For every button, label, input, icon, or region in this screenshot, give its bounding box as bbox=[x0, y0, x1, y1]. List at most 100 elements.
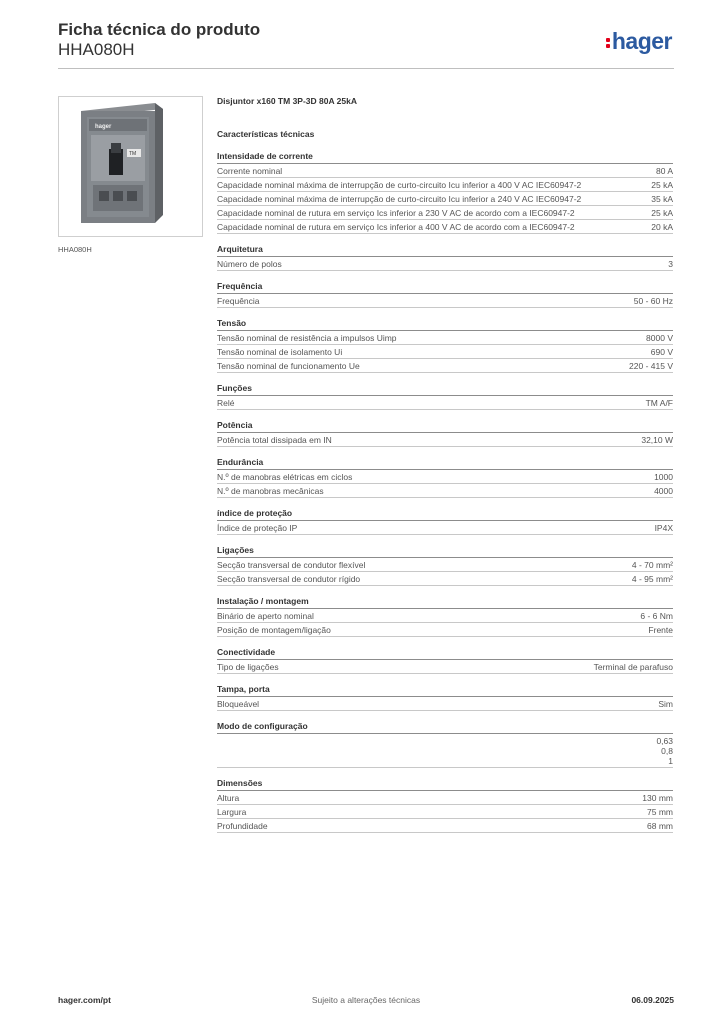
spec-label: Capacidade nominal máxima de interrupção… bbox=[217, 180, 582, 190]
page-title: Ficha técnica do produto bbox=[58, 20, 261, 39]
logo-dots-icon bbox=[605, 36, 611, 50]
footer-date: 06.09.2025 bbox=[631, 995, 674, 1005]
spec-section-title: Tensão bbox=[217, 318, 673, 331]
page-header: Ficha técnica do produto HHA080H hager bbox=[58, 20, 674, 70]
spec-section-title: Intensidade de corrente bbox=[217, 151, 673, 164]
spec-row: Capacidade nominal de rutura em serviço … bbox=[217, 220, 673, 234]
logo-text: hager bbox=[611, 28, 673, 54]
spec-label: Tensão nominal de resistência a impulsos… bbox=[217, 333, 397, 343]
spec-row: N.º de manobras elétricas em ciclos 1000 bbox=[217, 470, 673, 484]
spec-row: Tensão nominal de resistência a impulsos… bbox=[217, 331, 673, 345]
spec-value: 4 - 95 mm² bbox=[631, 574, 673, 584]
spec-row: Secção transversal de condutor rígido 4 -… bbox=[217, 572, 673, 586]
spec-label: Tensão nominal de funcionamento Ue bbox=[217, 361, 360, 371]
technical-characteristics-title: Características técnicas bbox=[217, 129, 315, 139]
spec-row: Capacidade nominal de rutura em serviço … bbox=[217, 206, 673, 220]
spec-section-title: Instalação / montagem bbox=[217, 596, 673, 609]
spec-label: Capacidade nominal de rutura em serviço … bbox=[217, 222, 575, 232]
spec-content: Disjuntor x160 TM 3P-3D 80A 25kA Caracte… bbox=[217, 96, 673, 833]
spec-label: Secção transversal de condutor flexível bbox=[217, 560, 366, 570]
header-divider bbox=[58, 68, 674, 69]
footer-note: Sujeito a alterações técnicas bbox=[311, 995, 421, 1005]
spec-section-title: Conectividade bbox=[217, 647, 673, 660]
spec-label: Relé bbox=[217, 398, 235, 408]
spec-row: Potência total dissipada em IN 32,10 W bbox=[217, 433, 673, 447]
spec-label: Capacidade nominal máxima de interrupção… bbox=[217, 194, 582, 204]
circuit-breaker-image-icon: hager TM bbox=[81, 103, 163, 223]
hager-logo: hager bbox=[605, 28, 673, 55]
spec-value: 32,10 W bbox=[641, 435, 673, 445]
spec-section-title: Dimensões bbox=[217, 778, 673, 791]
spec-section-title: Modo de configuração bbox=[217, 721, 673, 734]
spec-value: 20 kA bbox=[651, 222, 673, 232]
spec-row: Relé TM A/F bbox=[217, 396, 673, 410]
spec-label: Número de polos bbox=[217, 259, 282, 269]
spec-row: Bloqueável Sim bbox=[217, 697, 673, 711]
spec-label: Potência total dissipada em IN bbox=[217, 435, 332, 445]
spec-label: Secção transversal de condutor rígido bbox=[217, 574, 361, 584]
spec-label: Profundidade bbox=[217, 821, 268, 831]
spec-label: Tipo de ligações bbox=[217, 662, 279, 672]
spec-section-title: Frequência bbox=[217, 281, 673, 294]
spec-label: Altura bbox=[217, 793, 240, 803]
spec-value: 25 kA bbox=[651, 180, 673, 190]
spec-section-title: Endurância bbox=[217, 457, 673, 470]
spec-label: N.º de manobras mecânicas bbox=[217, 486, 324, 496]
spec-value: Terminal de parafuso bbox=[593, 662, 673, 672]
spec-label: Binário de aperto nominal bbox=[217, 611, 314, 621]
spec-row: N.º de manobras mecânicas 4000 bbox=[217, 484, 673, 498]
spec-label: N.º de manobras elétricas em ciclos bbox=[217, 472, 353, 482]
spec-label: Largura bbox=[217, 807, 247, 817]
spec-row: Capacidade nominal máxima de interrupção… bbox=[217, 192, 673, 206]
spec-value: 35 kA bbox=[651, 194, 673, 204]
spec-row: Binário de aperto nominal 6 - 6 Nm bbox=[217, 609, 673, 623]
spec-section-title: Arquitetura bbox=[217, 244, 673, 257]
spec-row: Número de polos 3 bbox=[217, 257, 673, 271]
product-name: Disjuntor x160 TM 3P-3D 80A 25kA bbox=[217, 96, 357, 106]
spec-label: Bloqueável bbox=[217, 699, 260, 709]
spec-value: Sim bbox=[658, 699, 673, 709]
spec-value: IP4X bbox=[654, 523, 673, 533]
spec-value: TM A/F bbox=[645, 398, 673, 408]
spec-value: 1000 bbox=[654, 472, 673, 482]
spec-value: 3 bbox=[668, 259, 673, 269]
spec-value: 8000 V bbox=[646, 333, 673, 343]
spec-label: Capacidade nominal de rutura em serviço … bbox=[217, 208, 575, 218]
spec-value: 50 - 60 Hz bbox=[633, 296, 673, 306]
spec-row: Capacidade nominal máxima de interrupção… bbox=[217, 178, 673, 192]
product-image-caption: HHA080H bbox=[58, 245, 92, 254]
footer-url[interactable]: hager.com/pt bbox=[58, 995, 111, 1005]
product-code: HHA080H bbox=[58, 40, 135, 59]
spec-section-title: Tampa, porta bbox=[217, 684, 673, 697]
spec-value: 75 mm bbox=[647, 807, 673, 817]
spec-value: 220 - 415 V bbox=[629, 361, 673, 371]
spec-section-title: Ligações bbox=[217, 545, 673, 558]
spec-row: Largura 75 mm bbox=[217, 805, 673, 819]
spec-row: Índice de proteção IP IP4X bbox=[217, 521, 673, 535]
spec-section-title: Funções bbox=[217, 383, 673, 396]
spec-label: Índice de proteção IP bbox=[217, 523, 298, 533]
spec-row: Secção transversal de condutor flexível 4… bbox=[217, 558, 673, 572]
spec-row: Tipo de ligações Terminal de parafuso bbox=[217, 660, 673, 674]
spec-value: 6 - 6 Nm bbox=[640, 611, 673, 621]
spec-value: 4000 bbox=[654, 486, 673, 496]
spec-label: Corrente nominal bbox=[217, 166, 283, 176]
spec-value: 4 - 70 mm² bbox=[631, 560, 673, 570]
spec-value: 68 mm bbox=[647, 821, 673, 831]
image-brand-label: hager bbox=[95, 124, 112, 130]
